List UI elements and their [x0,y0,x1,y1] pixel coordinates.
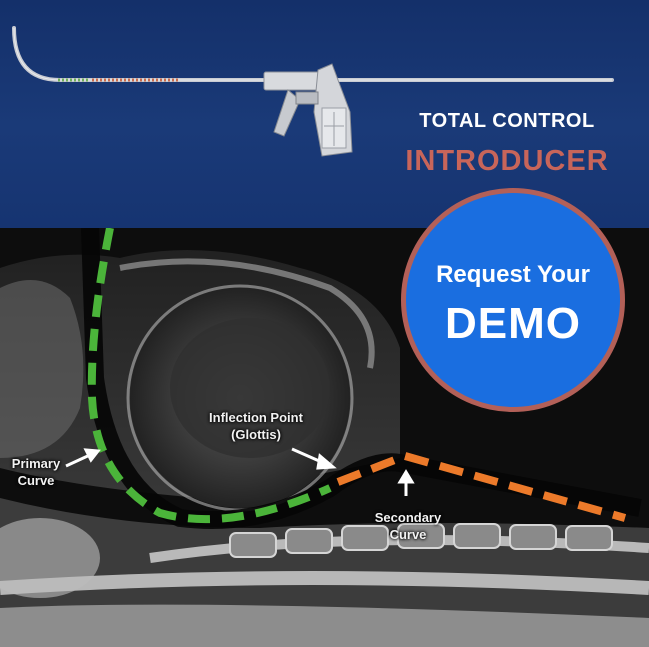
headline-total-control: TOTAL CONTROL [419,110,595,132]
product-banner: TOTAL CONTROL INTRODUCER [0,0,649,228]
mri-scan-graphic [0,228,649,647]
request-demo-label: Request Your [436,261,590,288]
primary-path-line [87,228,332,524]
introducer-device-illustration [12,26,614,157]
inflection-point-label: Inflection Point (Glottis) [186,409,326,443]
request-demo-button[interactable]: Request Your DEMO [401,188,625,412]
inflection-point-label-line1: Inflection Point [209,410,303,425]
secondary-curve-label-line1: Secondary [374,510,442,525]
inflection-point-label-line2: (Glottis) [231,427,281,442]
primary-curve-label-line1: Primary [11,456,61,471]
demo-label: DEMO [445,299,581,348]
primary-curve-label: Primary Curve [2,455,70,489]
secondary-curve-label: Secondary Curve [356,509,460,543]
secondary-path-line [336,451,627,522]
secondary-curve-label-line2: Curve [389,527,427,542]
primary-curve-label-line2: Curve [17,473,55,488]
mri-airway-image: Primary Curve Inflection Point (Glottis)… [0,228,649,647]
headline-introducer: INTRODUCER [405,145,609,177]
